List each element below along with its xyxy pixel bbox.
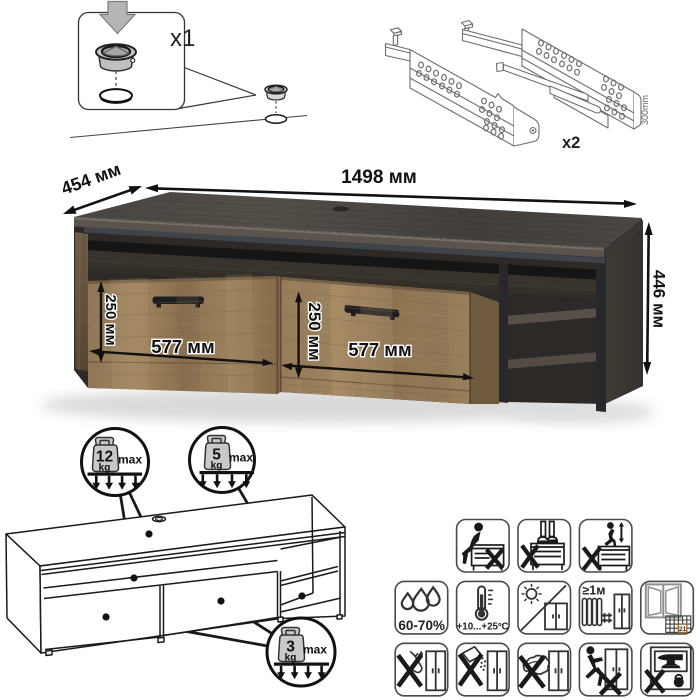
svg-text:250 мм: 250 мм <box>102 294 119 345</box>
svg-text:kg: kg <box>99 463 111 474</box>
svg-text:max: max <box>118 453 142 467</box>
svg-text:≥1м: ≥1м <box>582 583 605 597</box>
svg-text:60-70%: 60-70% <box>398 618 445 633</box>
svg-text:1498 мм: 1498 мм <box>341 167 417 188</box>
svg-text:x1: x1 <box>170 25 195 52</box>
svg-text:12: 12 <box>96 449 113 466</box>
svg-text:max: max <box>229 451 253 465</box>
svg-text:300mm: 300mm <box>640 95 650 125</box>
svg-text:446 мм: 446 мм <box>650 270 669 328</box>
svg-text:kg: kg <box>211 461 223 472</box>
svg-text:21: 21 <box>679 626 687 633</box>
svg-text:x2: x2 <box>562 134 580 152</box>
svg-text:max: max <box>303 643 327 657</box>
svg-text:577 мм: 577 мм <box>348 339 411 360</box>
svg-text:3: 3 <box>286 639 295 656</box>
svg-text:454 мм: 454 мм <box>59 159 124 199</box>
svg-text:250 мм: 250 мм <box>305 302 324 360</box>
svg-text:+10...+25ºC: +10...+25ºC <box>457 621 509 632</box>
svg-text:kg: kg <box>285 653 297 664</box>
svg-text:5: 5 <box>212 447 221 464</box>
svg-text:577 мм: 577 мм <box>151 336 214 357</box>
